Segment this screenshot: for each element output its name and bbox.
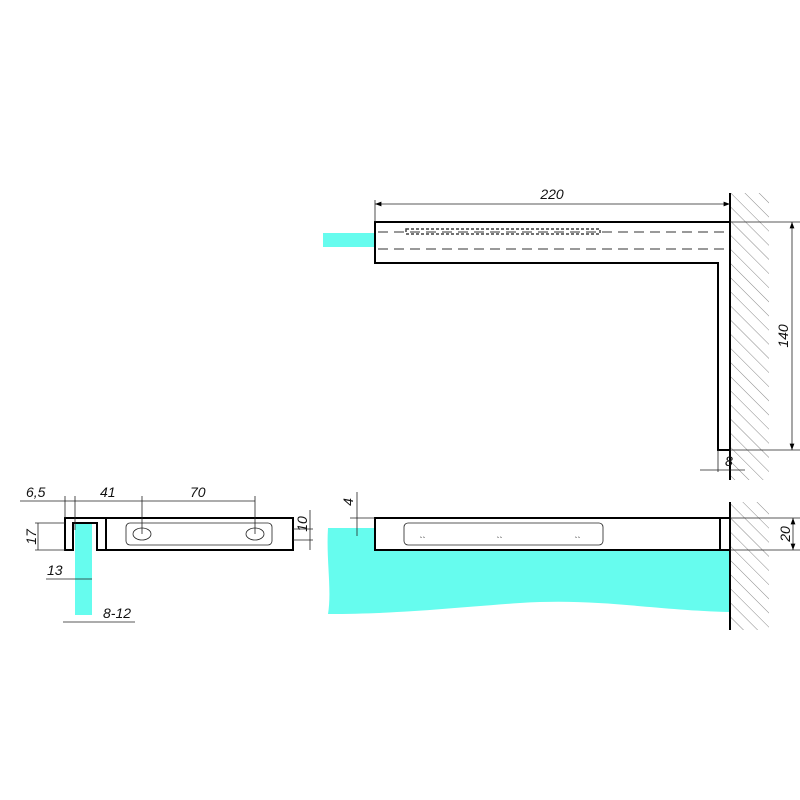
glass-panel-front xyxy=(327,528,730,614)
side-view: 6,5 41 70 17 10 13 8-12 xyxy=(20,484,313,623)
svg-text:ˎˎ: ˎˎ xyxy=(497,528,503,538)
wall-hatch-top xyxy=(731,193,769,480)
glass-panel-top xyxy=(323,233,375,247)
front-view: ˎˎ ˎˎ ˎˎ 4 20 xyxy=(327,492,800,630)
dim-side-height: 17 xyxy=(23,528,39,545)
dim-slot-spacing: 70 xyxy=(190,484,206,500)
top-view: 220 140 8 xyxy=(323,186,800,480)
wall-hatch-front xyxy=(731,502,769,630)
dim-glass-gap: 4 xyxy=(340,498,356,506)
glass-panel-side xyxy=(75,523,92,615)
svg-text:ˎˎ: ˎˎ xyxy=(575,528,581,538)
dim-glass-thickness: 8-12 xyxy=(103,605,131,621)
dim-side-offset: 6,5 xyxy=(26,484,46,500)
dim-clamp-depth: 13 xyxy=(47,562,63,578)
bracket-bar-side xyxy=(105,517,294,551)
bracket-profile-front xyxy=(374,517,731,551)
dim-slot-offset: 41 xyxy=(100,484,116,500)
dim-wall-thickness: 8 xyxy=(725,453,733,469)
dim-height: 140 xyxy=(775,324,791,348)
dim-slot-height: 10 xyxy=(294,516,310,532)
bracket-profile-top xyxy=(374,221,731,451)
dim-profile-height: 20 xyxy=(777,526,793,543)
cover-plate xyxy=(403,522,604,546)
gasket xyxy=(405,228,601,235)
svg-text:ˎˎ: ˎˎ xyxy=(420,528,426,538)
dim-length: 220 xyxy=(539,186,564,202)
